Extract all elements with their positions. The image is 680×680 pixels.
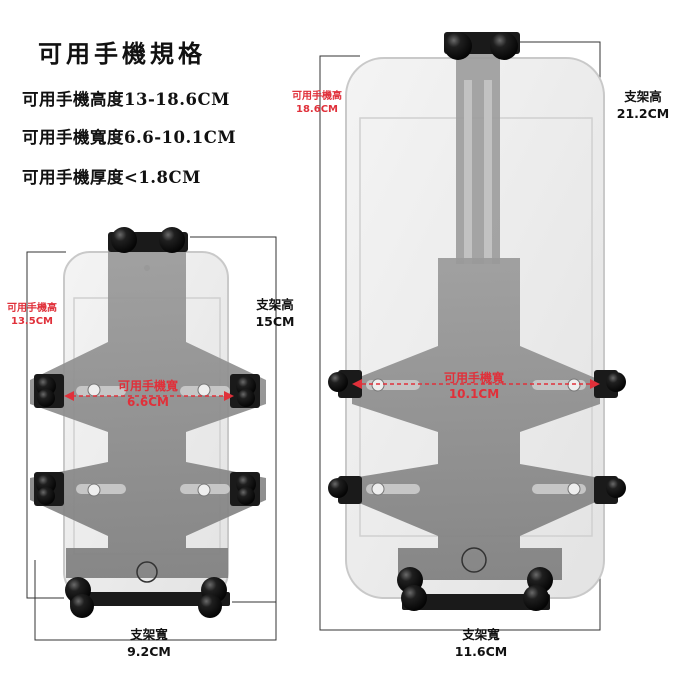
large-phone-height-value: 18.6CM bbox=[296, 104, 338, 115]
large-holder-width-value: 11.6CM bbox=[454, 644, 508, 659]
small-holder-width-value: 9.2CM bbox=[127, 644, 171, 659]
large-extension-slot-left bbox=[464, 80, 472, 264]
page-title: 可用手機規格 bbox=[38, 39, 206, 68]
small-holder-height-value: 15CM bbox=[255, 314, 295, 329]
large-holder-height-value: 21.2CM bbox=[616, 106, 670, 121]
small-holder-height-label-text: 支架高 bbox=[256, 297, 294, 312]
large-clamp-balls bbox=[328, 32, 626, 611]
spec-phone-thickness: 可用手機厚度<1.8CM bbox=[22, 168, 201, 187]
small-phone-height-value: 13.5CM bbox=[11, 316, 53, 327]
large-home-button-icon bbox=[461, 547, 487, 573]
small-home-button-icon bbox=[136, 561, 158, 583]
large-holder-frame bbox=[352, 258, 600, 580]
large-phone-height-label-text: 可用手機高 bbox=[292, 91, 342, 102]
small-phone-width-label-text: 可用手機寬 bbox=[117, 379, 178, 393]
large-holder-screws bbox=[371, 378, 581, 496]
large-phone-width-label: 可用手機寬 10.1CM bbox=[432, 370, 516, 402]
small-phone-width-value: 6.6CM bbox=[126, 395, 169, 409]
small-phone-width-label: 可用手機寬 6.6CM bbox=[108, 378, 188, 410]
spec-phone-height: 可用手機高度13-18.6CM bbox=[22, 90, 230, 109]
large-extension-slot-right bbox=[484, 80, 492, 264]
large-holder-width-label: 支架寬 11.6CM bbox=[446, 626, 516, 660]
small-camera-icon bbox=[144, 265, 150, 271]
small-phone-height-label: 可用手機高 13.5CM bbox=[0, 302, 64, 328]
large-extension-bar bbox=[456, 44, 500, 264]
large-phone-height-label: 可用手機高 18.6CM bbox=[282, 90, 352, 116]
small-holder-width-label-text: 支架寬 bbox=[130, 627, 168, 642]
small-dimension-lines bbox=[26, 236, 277, 641]
large-width-arrow bbox=[352, 379, 600, 389]
large-phone-width-label-text: 可用手機寬 bbox=[443, 371, 504, 385]
small-holder-width-label: 支架寬 9.2CM bbox=[116, 626, 182, 660]
small-holder bbox=[26, 227, 277, 641]
large-phone-width-value: 10.1CM bbox=[448, 387, 500, 401]
small-phone-height-label-text: 可用手機高 bbox=[7, 303, 57, 314]
small-clamp-balls bbox=[36, 227, 256, 618]
spec-phone-width: 可用手機寬度6.6-10.1CM bbox=[22, 128, 237, 147]
large-holder-height-label: 支架高 21.2CM bbox=[608, 88, 678, 122]
large-holder-width-label-text: 支架寬 bbox=[462, 627, 500, 642]
small-width-arrow bbox=[64, 391, 234, 401]
small-holder-height-label: 支架高 15CM bbox=[242, 296, 308, 330]
large-holder bbox=[319, 32, 626, 631]
small-holder-screws bbox=[87, 383, 211, 497]
large-holder-height-label-text: 支架高 bbox=[624, 89, 662, 104]
